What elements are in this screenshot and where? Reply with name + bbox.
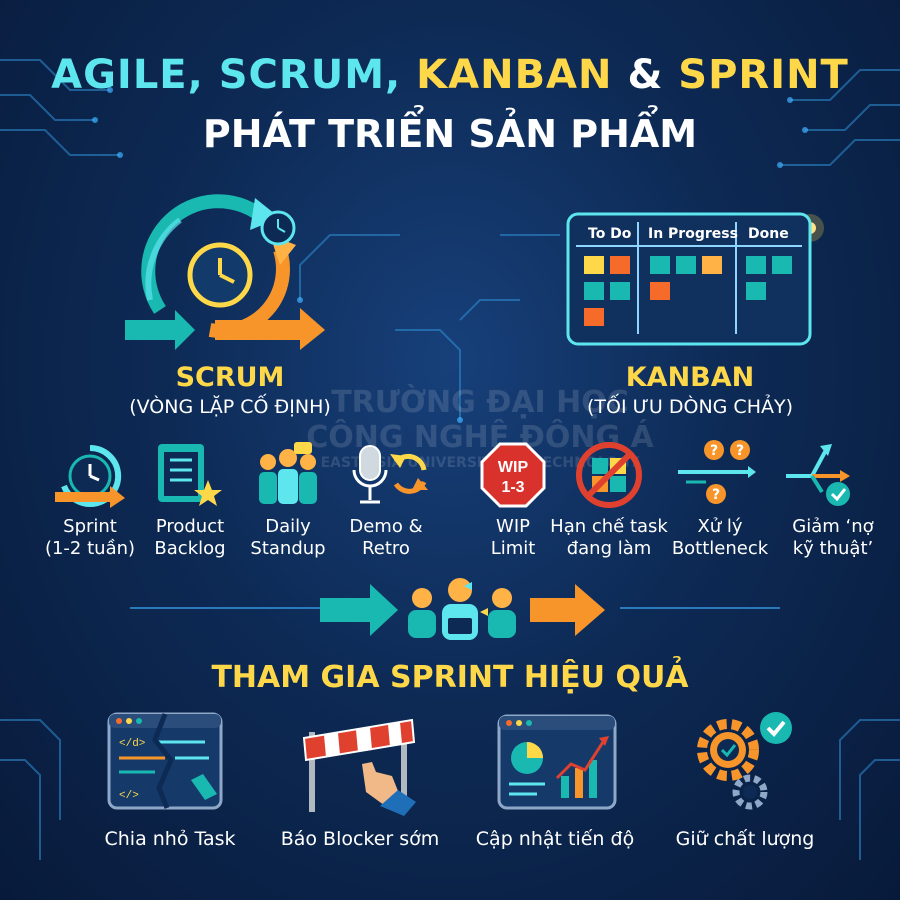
svg-text:?: ? xyxy=(712,487,720,503)
page-title: AGILE, SCRUM, KANBAN & SPRINT xyxy=(0,52,900,98)
kanban-item-limit: Hạn chế task đang làm xyxy=(546,516,672,560)
sprint-item-progress: Cập nhật tiến độ xyxy=(475,828,635,850)
split-task-code-icon: </d> </> xyxy=(107,712,223,810)
title-kanban: KANBAN xyxy=(416,52,613,98)
sprint-item-split: Chia nhỏ Task xyxy=(104,828,236,850)
svg-text:?: ? xyxy=(736,443,744,459)
kanban-item-bottleneck-line2: Bottleneck xyxy=(671,538,769,559)
sprint-item-blocker: Báo Blocker sớm xyxy=(280,828,440,850)
sprint-item-quality: Giữ chất lượng xyxy=(675,828,815,850)
bottleneck-icon: ? ? ? xyxy=(678,440,756,504)
wip-sign-line2: 1-3 xyxy=(501,479,524,496)
kanban-item-limit-line1: Hạn chế task xyxy=(550,516,668,537)
team-standup-icon xyxy=(259,442,317,504)
tech-debt-icon xyxy=(786,444,850,506)
blocker-barrier-icon xyxy=(302,718,416,816)
scrum-cycle-icon xyxy=(125,194,325,350)
sprint-heading: THAM GIA SPRINT HIỆU QUẢ xyxy=(211,660,689,695)
kanban-board-icon: To Do In Progress Done xyxy=(566,212,812,346)
kanban-item-techdebt-line1: Giảm ‘nợ xyxy=(792,516,874,537)
watermark-line1: TRƯỜNG ĐẠI HỌC xyxy=(331,385,629,420)
board-col-inprogress: In Progress xyxy=(648,226,738,242)
kanban-item-bottleneck-line1: Xử lý xyxy=(697,516,743,537)
scrum-item-retro: Demo & Retro xyxy=(326,516,446,560)
team-flow-icon xyxy=(320,578,605,640)
title-ampersand: & xyxy=(627,52,664,98)
scrum-item-sprint: Sprint (1-2 tuần) xyxy=(30,516,150,560)
kanban-item-wip-line1: WIP xyxy=(496,516,530,537)
scrum-item-standup-line1: Daily xyxy=(265,516,311,537)
scrum-item-standup-line2: Standup xyxy=(250,538,326,559)
scrum-heading: SCRUM xyxy=(175,362,285,393)
kanban-item-limit-line2: đang làm xyxy=(566,538,652,559)
sprint-cycle-icon xyxy=(55,444,125,508)
kanban-subheading: (TỐI ƯU DÒNG CHẢY) xyxy=(587,396,793,418)
scrum-item-standup: Daily Standup xyxy=(228,516,348,560)
quality-gears-icon xyxy=(697,712,792,810)
backlog-clipboard-icon xyxy=(158,444,222,506)
progress-dashboard-icon xyxy=(497,714,617,810)
kanban-item-techdebt-line2: kỹ thuật’ xyxy=(792,538,874,559)
scrum-item-sprint-line2: (1-2 tuần) xyxy=(44,538,136,559)
page-subtitle: PHÁT TRIỂN SẢN PHẨM xyxy=(202,112,698,156)
scrum-item-backlog-line1: Product xyxy=(155,516,225,537)
scrum-item-backlog: Product Backlog xyxy=(130,516,250,560)
scrum-item-sprint-line1: Sprint xyxy=(63,516,117,537)
scrum-item-retro-line2: Retro xyxy=(362,538,410,559)
microphone-retro-icon xyxy=(352,445,428,504)
kanban-item-techdebt: Giảm ‘nợ kỹ thuật’ xyxy=(772,516,894,560)
board-col-todo: To Do xyxy=(588,226,632,242)
svg-text:?: ? xyxy=(710,443,718,459)
svg-text:</>: </> xyxy=(119,790,139,802)
kanban-item-bottleneck: Xử lý Bottleneck xyxy=(660,516,780,560)
kanban-item-wip: WIP Limit xyxy=(453,516,573,560)
title-sprint: SPRINT xyxy=(678,52,849,98)
scrum-item-backlog-line2: Backlog xyxy=(154,538,226,559)
no-multitask-icon xyxy=(576,442,642,508)
kanban-heading: KANBAN xyxy=(625,362,755,393)
wip-sign-line1: WIP xyxy=(498,459,529,476)
scrum-item-retro-line1: Demo & xyxy=(349,516,423,537)
svg-text:</d>: </d> xyxy=(119,738,145,750)
board-col-done: Done xyxy=(748,226,789,242)
title-agile-scrum: AGILE, SCRUM, xyxy=(51,52,402,98)
wip-limit-icon: WIP 1-3 xyxy=(480,442,546,508)
scrum-subheading: (VÒNG LẶP CỐ ĐỊNH) xyxy=(129,396,331,418)
kanban-item-wip-line2: Limit xyxy=(490,538,536,559)
